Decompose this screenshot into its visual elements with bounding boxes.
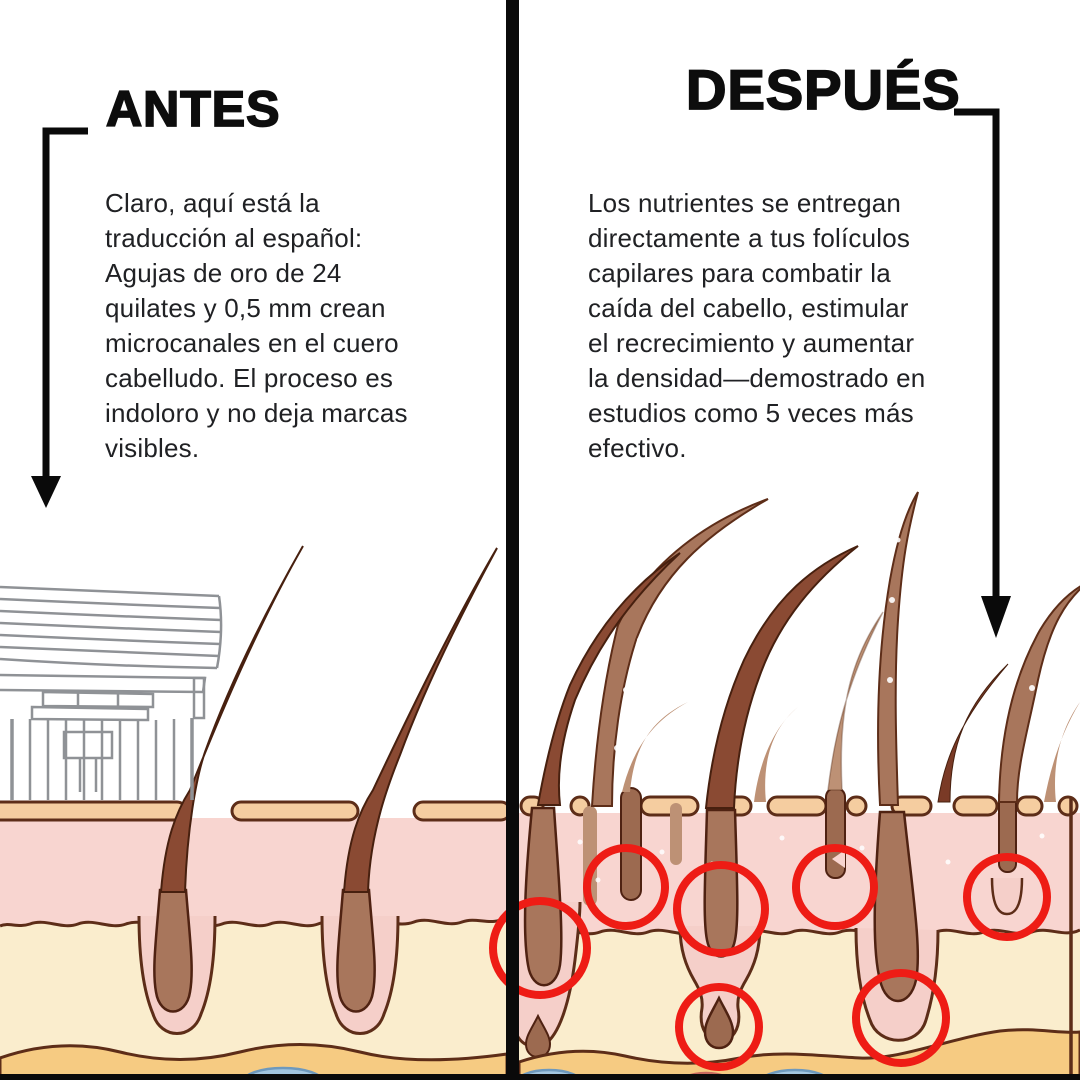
down-arrow-icon: [31, 476, 61, 508]
stub-break-notch: [832, 850, 845, 868]
hair-strand: [159, 545, 304, 893]
before-title: ANTES: [105, 81, 281, 137]
hair-strand: [754, 707, 798, 802]
before-follicle-roots: [153, 888, 376, 1013]
before-description: Claro, aquí está la traducción al españo…: [105, 188, 408, 463]
hair-strand: [342, 547, 498, 893]
before-pointer-arrow: [31, 127, 88, 508]
hair-follicle: [523, 806, 563, 987]
hair-follicle: [153, 888, 193, 1013]
after-pointer-arrow: [954, 108, 1011, 638]
hair-strand: [937, 663, 1009, 803]
hair-strand: [704, 545, 859, 809]
hair-strand: [877, 491, 919, 806]
after-hairs: [536, 491, 1080, 809]
new-hair-germ: [703, 995, 735, 1050]
down-arrow-icon: [981, 596, 1011, 638]
highlight-circle: [583, 844, 669, 930]
before-hairs: [159, 545, 498, 893]
hair-strand: [590, 498, 769, 807]
highlight-circle: [675, 983, 763, 1071]
after-title: DESPUÉS: [685, 58, 961, 121]
hair-stub: [620, 787, 642, 901]
after-follicle-roots: [523, 787, 1017, 1059]
hair-follicle: [336, 888, 376, 1013]
epidermis-speckles: [577, 833, 1045, 883]
hair-strand: [536, 552, 681, 806]
highlight-circle: [489, 897, 591, 999]
microneedle-device-icon: [0, 585, 223, 800]
hair-follicle: [873, 810, 920, 1003]
highlight-circle: [963, 853, 1051, 941]
before-epidermis: [0, 818, 507, 926]
hair-follicle: [703, 808, 739, 958]
highlight-circle: [673, 861, 769, 957]
divider-line: [506, 0, 519, 1080]
hair-strand: [622, 702, 688, 792]
highlight-circle: [852, 969, 950, 1067]
highlight-circle: [792, 844, 878, 930]
bottom-frame-bar: [0, 1074, 1080, 1080]
after-description: Los nutrientes se entregan directamente …: [588, 188, 926, 463]
before-skin-section: [0, 545, 512, 1080]
hair-stub: [670, 803, 682, 865]
hair-strand: [827, 611, 884, 791]
before-skin-surface-strip: [0, 800, 512, 822]
hair-strand: [997, 585, 1080, 803]
highlight-circles: [489, 844, 1051, 1071]
hair-speckles: [614, 537, 1035, 751]
hair-strand: [1044, 702, 1080, 802]
